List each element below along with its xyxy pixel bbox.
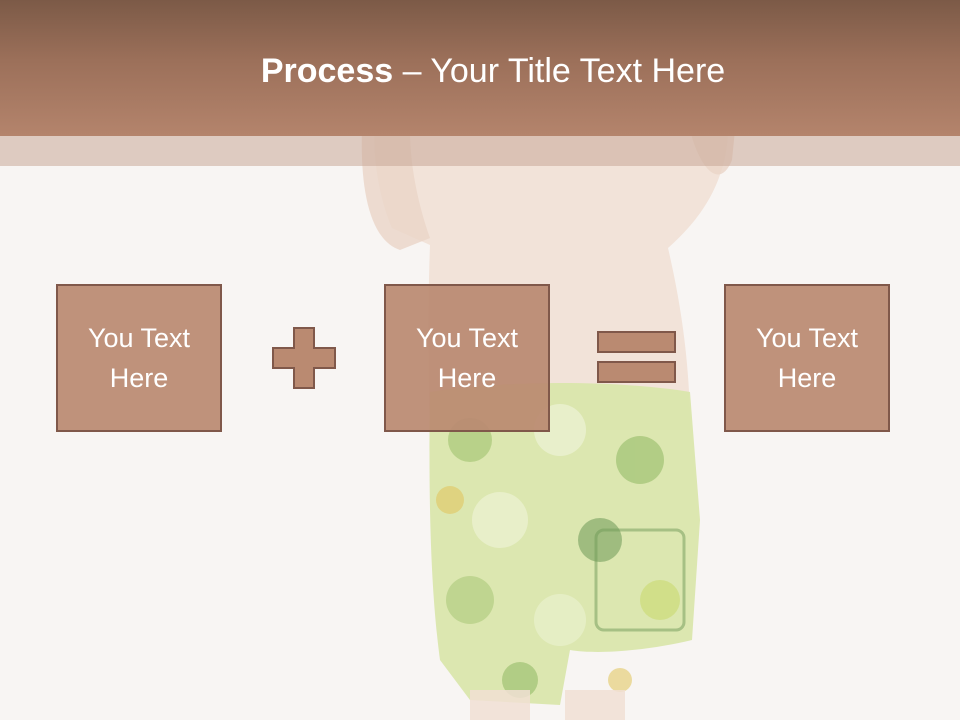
slide-title-rest: – Your Title Text Here xyxy=(393,52,726,90)
process-box-3[interactable]: You Text Here xyxy=(724,284,890,432)
title-bar-strip xyxy=(0,136,960,166)
slide-title-bold: Process xyxy=(260,52,394,90)
title-bar xyxy=(0,0,960,136)
slide-title[interactable]: Process – Your Title Text Here xyxy=(0,52,960,91)
plus-icon xyxy=(272,327,336,389)
process-box-3-text: You Text Here xyxy=(755,323,859,393)
equals-icon xyxy=(597,331,677,385)
process-box-1[interactable]: You Text Here xyxy=(56,284,222,432)
process-box-1-text: You Text Here xyxy=(87,323,191,393)
process-box-2-text: You Text Here xyxy=(415,323,519,393)
process-box-2[interactable]: You Text Here xyxy=(384,284,550,432)
